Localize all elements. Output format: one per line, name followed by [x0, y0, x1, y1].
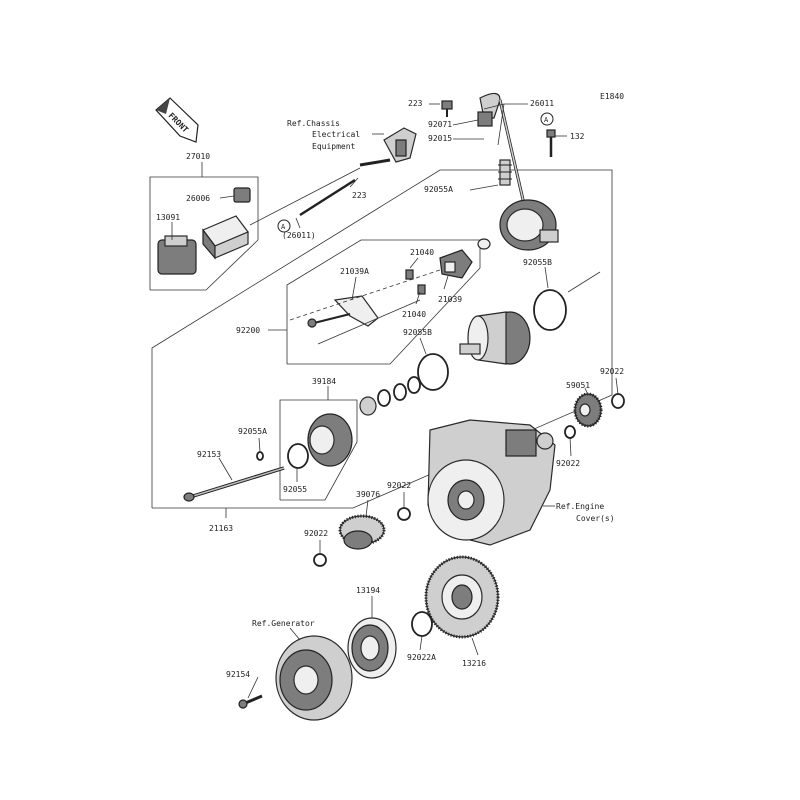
starter-relay — [202, 215, 249, 260]
part-13091: 13091 — [156, 213, 180, 222]
idle-gear-39076 — [338, 514, 386, 550]
terminal-bolt-132 — [546, 129, 556, 157]
part-92022-left: 92022 — [304, 529, 328, 538]
part-21039: 21039 — [438, 295, 462, 304]
o-ring-92055 — [287, 443, 309, 469]
part-92153: 92153 — [197, 450, 221, 459]
starter-gear-13216 — [424, 555, 500, 639]
washer-92022-right — [611, 393, 625, 409]
brush-21040-top — [405, 269, 414, 280]
bolt-92154 — [238, 694, 263, 709]
part-39184: 39184 — [312, 377, 336, 386]
part-92200: 92200 — [236, 326, 260, 335]
washer-small — [477, 238, 491, 250]
shim-washers — [359, 376, 421, 416]
brush-21040-bottom — [417, 284, 426, 295]
leader-lines — [171, 103, 619, 699]
o-ring-92055b-top — [533, 289, 567, 331]
brush-plate-21039a — [307, 295, 379, 328]
part-223-top: 223 — [408, 99, 423, 108]
spring-stack — [498, 159, 512, 186]
rear-end-cover — [499, 199, 559, 251]
cable-26011 — [477, 92, 501, 127]
part-223-mid: 223 — [352, 191, 367, 200]
washer-92022-mid — [397, 507, 411, 521]
part-92015: 92015 — [428, 134, 452, 143]
part-27010: 27010 — [186, 152, 210, 161]
washer-92022a — [411, 611, 433, 637]
ref-chassis-label-2: Electrical — [312, 130, 360, 139]
long-bolt-92153 — [183, 466, 285, 502]
part-92071: 92071 — [428, 120, 452, 129]
starter-assembly-outline — [151, 169, 613, 509]
part-39076: 39076 — [356, 490, 380, 499]
part-26011-paren: (26011) — [282, 231, 316, 240]
armature-yoke — [459, 311, 531, 365]
part-21039a: 21039A — [340, 267, 369, 276]
ref-chassis-label-3: Equipment — [312, 142, 356, 151]
cable-bracket — [383, 127, 417, 163]
part-21163: 21163 — [209, 524, 233, 533]
diagram-code: E1840 — [600, 92, 624, 101]
brush-holder-21039 — [439, 249, 473, 279]
part-92055b-mid: 92055B — [403, 328, 432, 337]
starter-clutch-13194 — [347, 617, 397, 679]
relay-cover-26006 — [233, 187, 251, 203]
generator-rotor — [275, 635, 353, 721]
ref-a-marker-left: A — [277, 219, 291, 233]
part-21040-bottom: 21040 — [402, 310, 426, 319]
o-ring-92055a — [256, 451, 264, 461]
svg-text:A: A — [281, 223, 286, 231]
engine-cover — [427, 419, 556, 546]
part-26011: 26011 — [530, 99, 554, 108]
part-92055b-top: 92055B — [523, 258, 552, 267]
relay-holder-13091 — [157, 235, 197, 275]
part-92022-gear: 92022 — [556, 459, 580, 468]
ref-engine-label: Ref.Engine — [556, 502, 604, 511]
part-13216: 13216 — [462, 659, 486, 668]
washer-92022-left — [313, 553, 327, 567]
front-cover-39184 — [307, 413, 353, 467]
part-92055: 92055 — [283, 485, 307, 494]
ref-generator-label: Ref.Generator — [252, 619, 315, 628]
part-92154: 92154 — [226, 670, 250, 679]
part-92022a: 92022A — [407, 653, 436, 662]
washer-92022-gear — [564, 425, 576, 439]
relay-box-outline — [149, 176, 259, 291]
part-92022-mid: 92022 — [387, 481, 411, 490]
idle-gear-59051 — [573, 392, 603, 428]
terminal-bolt-223 — [441, 100, 453, 117]
svg-text:A: A — [544, 116, 549, 124]
ref-a-marker-right: A — [540, 112, 554, 126]
front-cover-outline — [279, 399, 358, 501]
front-arrow-icon: FRONT — [155, 97, 199, 143]
part-132: 132 — [570, 132, 585, 141]
part-13194: 13194 — [356, 586, 380, 595]
part-26006: 26006 — [186, 194, 210, 203]
part-92055a-mid: 92055A — [238, 427, 267, 436]
part-92055a-top: 92055A — [424, 185, 453, 194]
part-92022-right: 92022 — [600, 367, 624, 376]
ref-engine-label-2: Cover(s) — [576, 514, 615, 523]
o-ring-92055b-mid — [417, 353, 449, 391]
part-59051: 59051 — [566, 381, 590, 390]
ref-chassis-label: Ref.Chassis — [287, 119, 340, 128]
part-21040-top: 21040 — [410, 248, 434, 257]
